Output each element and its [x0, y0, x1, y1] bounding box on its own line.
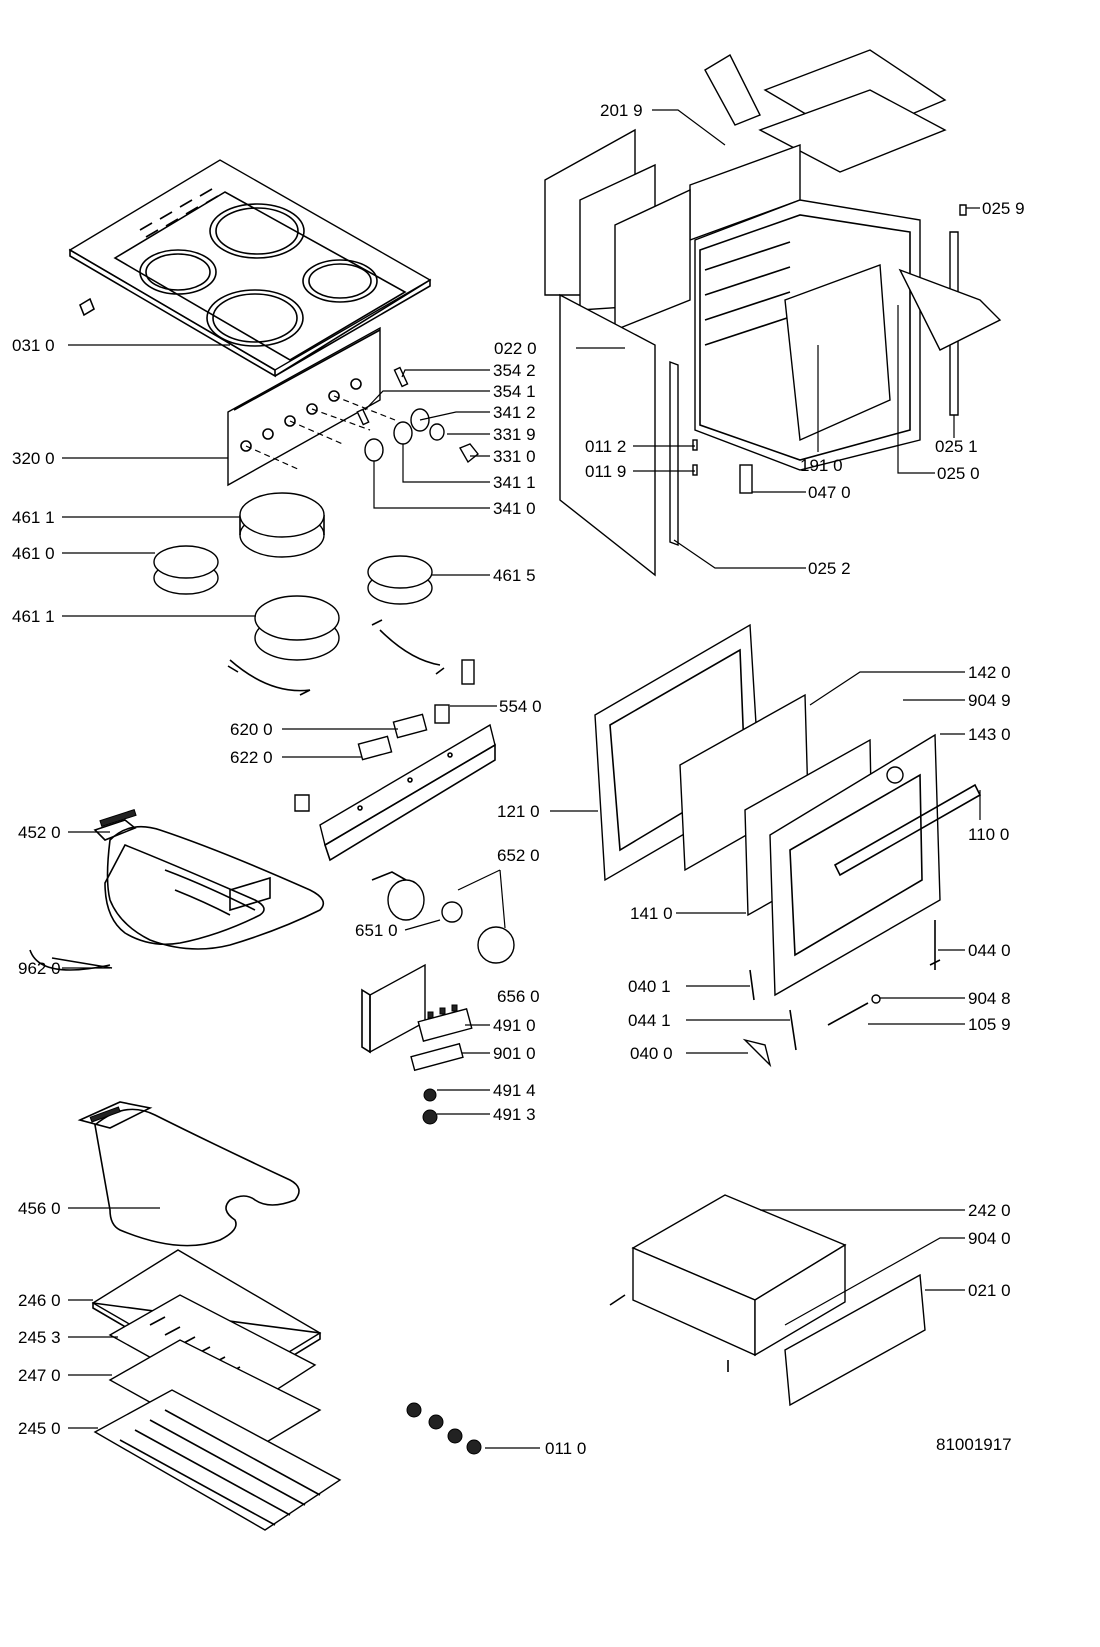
callout-452-0: 452 0	[18, 823, 61, 842]
callout-labels: 031 0 320 0 354 2 354 1 341 2 331 9 331 …	[12, 101, 1025, 1458]
callout-341-0: 341 0	[493, 499, 536, 518]
callout-247-0: 247 0	[18, 1366, 61, 1385]
callout-246-0: 246 0	[18, 1291, 61, 1310]
callout-025-1: 025 1	[935, 437, 978, 456]
callout-554-0: 554 0	[499, 697, 542, 716]
callout-901-0: 901 0	[493, 1044, 536, 1063]
callout-491-3: 491 3	[493, 1105, 536, 1124]
callout-021-0: 021 0	[968, 1281, 1011, 1300]
callout-320-0: 320 0	[12, 449, 55, 468]
callout-201-9: 201 9	[600, 101, 643, 120]
callout-491-4: 491 4	[493, 1081, 536, 1100]
callout-652-0: 652 0	[497, 846, 540, 865]
callout-331-9: 331 9	[493, 425, 536, 444]
callout-656-0: 656 0	[497, 987, 540, 1006]
callout-025-2: 025 2	[808, 559, 851, 578]
feet-part	[406, 1402, 482, 1455]
door-hinges-part	[742, 920, 941, 1068]
callout-047-0: 047 0	[808, 483, 851, 502]
callout-025-0: 025 0	[937, 464, 980, 483]
callout-245-0: 245 0	[18, 1419, 61, 1438]
callout-341-1: 341 1	[493, 473, 536, 492]
drawing-number: 81001917	[936, 1435, 1012, 1454]
callout-040-1: 040 1	[628, 977, 671, 996]
cooktop-part	[68, 159, 432, 378]
callout-461-1-top: 461 1	[12, 508, 55, 527]
callout-011-2: 011 2	[585, 437, 626, 456]
callout-191-0: 191 0	[800, 456, 843, 475]
callout-121-0: 121 0	[497, 802, 540, 821]
terminal-block-part	[361, 963, 473, 1125]
storage-drawer-part	[609, 1194, 926, 1407]
callout-105-9: 105 9	[968, 1015, 1011, 1034]
callout-242-0: 242 0	[968, 1201, 1011, 1220]
callout-461-5: 461 5	[493, 566, 536, 585]
callout-491-0: 491 0	[493, 1016, 536, 1035]
hotplates-part	[153, 492, 475, 696]
callout-040-0: 040 0	[630, 1044, 673, 1063]
callout-044-0: 044 0	[968, 941, 1011, 960]
trays-part	[91, 1249, 342, 1531]
callout-022-0: 022 0	[494, 339, 537, 358]
callout-622-0: 622 0	[230, 748, 273, 767]
callout-031-0: 031 0	[12, 336, 55, 355]
switch-bracket-part	[294, 704, 496, 862]
callout-962-0: 962 0	[18, 959, 61, 978]
callout-354-2: 354 2	[493, 361, 536, 380]
leader-lines	[62, 109, 981, 1449]
callout-011-0: 011 0	[545, 1439, 586, 1458]
callout-142-0: 142 0	[968, 663, 1011, 682]
callout-044-1: 044 1	[628, 1011, 671, 1030]
oven-door-part	[594, 623, 982, 997]
grill-element-part	[93, 808, 325, 950]
callout-904-0: 904 0	[968, 1229, 1011, 1248]
thermostat-part	[29, 869, 515, 971]
callout-331-0: 331 0	[493, 447, 536, 466]
callout-461-1-bottom: 461 1	[12, 607, 55, 626]
callout-456-0: 456 0	[18, 1199, 61, 1218]
callout-011-9: 011 9	[585, 462, 626, 481]
callout-461-0: 461 0	[12, 544, 55, 563]
callout-341-2: 341 2	[493, 403, 536, 422]
callout-904-9: 904 9	[968, 691, 1011, 710]
bottom-element-part	[77, 1101, 300, 1247]
callout-143-0: 143 0	[968, 725, 1011, 744]
callout-141-0: 141 0	[630, 904, 673, 923]
callout-651-0: 651 0	[355, 921, 398, 940]
callout-025-9: 025 9	[982, 199, 1025, 218]
callout-354-1: 354 1	[493, 382, 536, 401]
callout-904-8: 904 8	[968, 989, 1011, 1008]
cabinet-part	[544, 49, 1002, 577]
callout-245-3: 245 3	[18, 1328, 61, 1347]
callout-620-0: 620 0	[230, 720, 273, 739]
callout-110-0: 110 0	[968, 825, 1009, 844]
